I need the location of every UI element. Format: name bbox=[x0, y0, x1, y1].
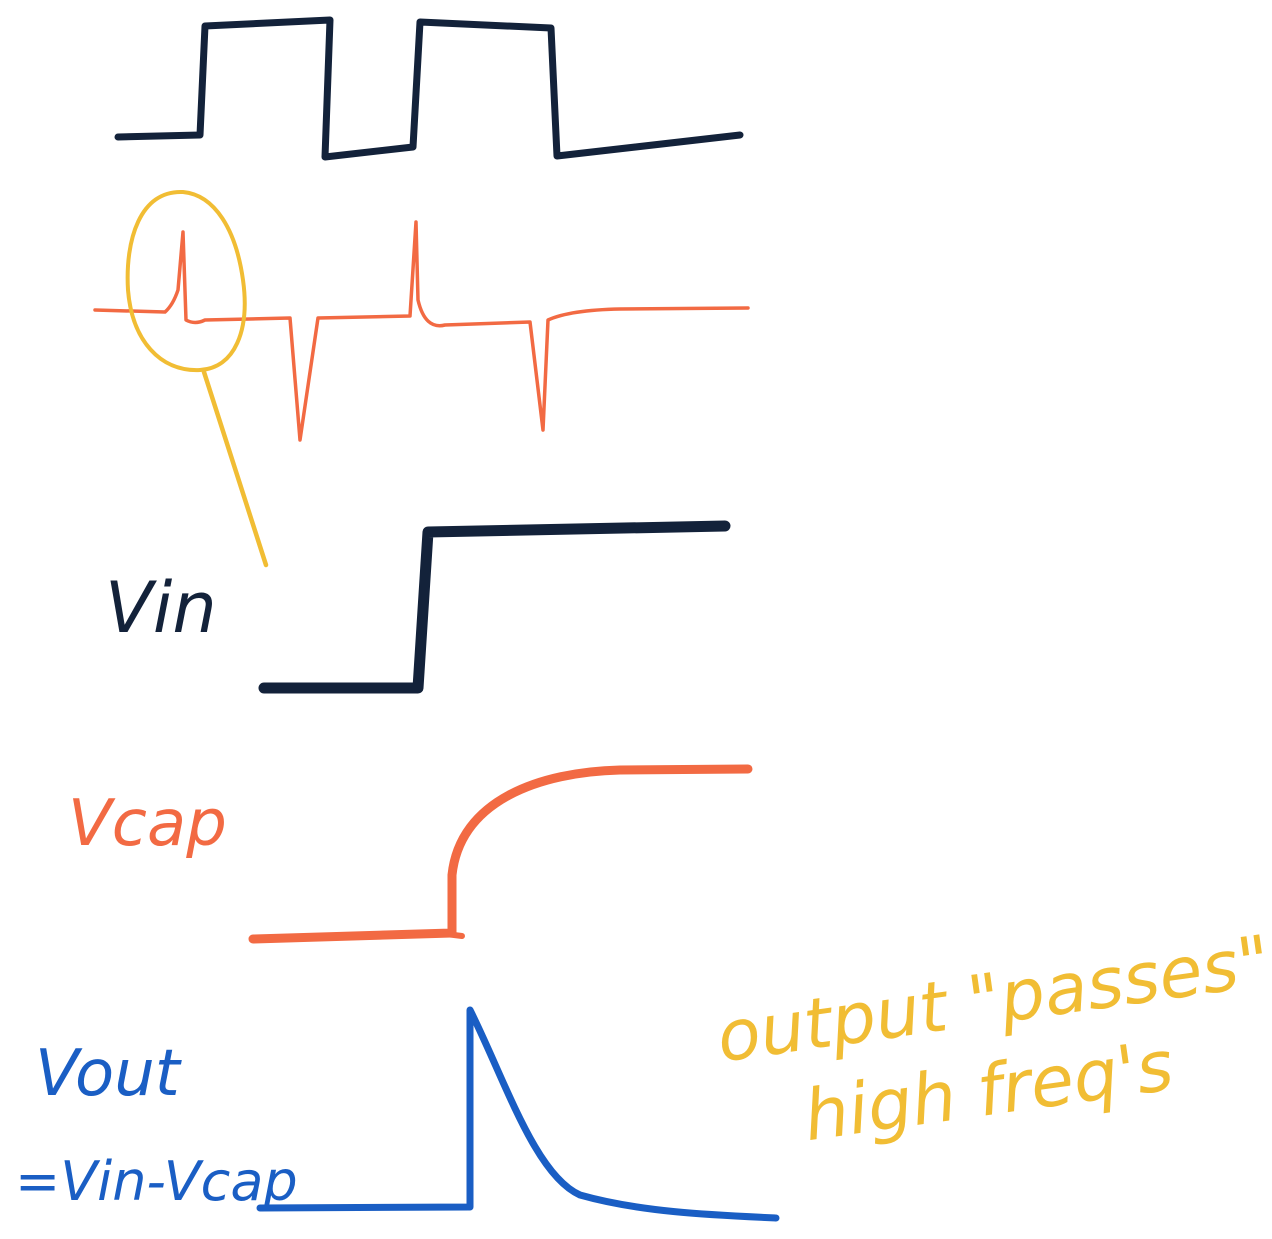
label-vout: Vout bbox=[35, 1037, 183, 1111]
highlight-circle bbox=[125, 189, 247, 373]
highlight-pointer-line bbox=[201, 369, 269, 568]
vin-step-waveform bbox=[258, 520, 731, 694]
label-vin: Vin bbox=[105, 567, 217, 649]
spike-train-output bbox=[93, 220, 750, 442]
label-vout-equation: =Vin-Vcap bbox=[15, 1150, 298, 1213]
square-wave-input bbox=[114, 16, 744, 161]
vcap-step-tick bbox=[443, 931, 465, 939]
vout-decay-waveform bbox=[256, 1006, 780, 1222]
label-vcap: Vcap bbox=[68, 787, 227, 861]
annotation-note: output "passes" high freq's bbox=[712, 920, 1272, 1157]
vcap-charging-waveform bbox=[248, 764, 753, 944]
